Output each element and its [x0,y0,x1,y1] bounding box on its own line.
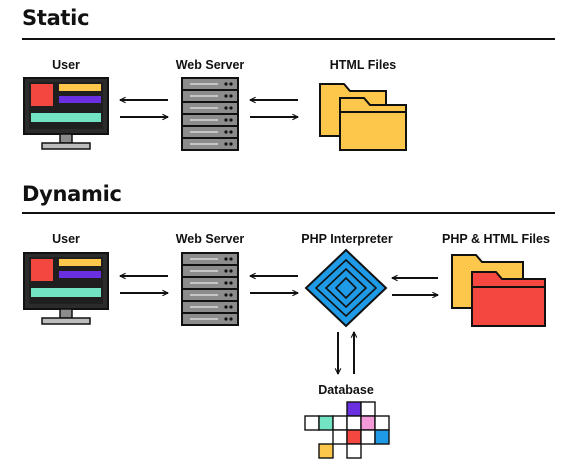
php-interpreter-icon [304,248,388,328]
dynamic-divider [22,212,555,214]
dynamic-user-monitor-icon [23,252,109,325]
static-html-files-label: HTML Files [329,58,397,72]
static-section-title: Static [22,6,90,30]
dynamic-database-label: Database [318,383,374,397]
dynamic-php-folder-front-icon [471,271,546,327]
dynamic-user-label: User [52,232,80,246]
static-user-label: User [52,58,80,72]
dynamic-php-interpreter-label: PHP Interpreter [301,232,393,246]
static-divider [22,38,555,40]
database-icon [304,401,390,459]
dynamic-php-html-files-label: PHP & HTML Files [442,232,550,246]
dynamic-web-server-label: Web Server [175,232,245,246]
static-html-folder-front-icon [339,97,407,151]
static-user-monitor-icon [23,77,109,150]
dynamic-section-title: Dynamic [22,182,122,206]
static-web-server-label: Web Server [175,58,245,72]
static-web-server-icon [181,77,239,151]
dynamic-web-server-icon [181,252,239,326]
